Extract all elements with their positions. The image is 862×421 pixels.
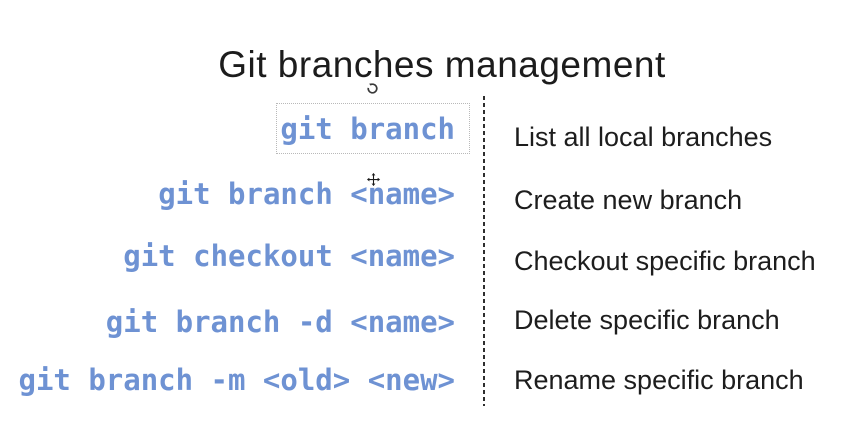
command-git-branch-name[interactable]: git branch <name> [158, 177, 455, 211]
command-git-checkout-name[interactable]: git checkout <name> [123, 239, 455, 273]
rotate-handle-icon[interactable] [366, 82, 379, 95]
page-title[interactable]: Git branches management [218, 44, 666, 85]
description-checkout-branch[interactable]: Checkout specific branch [514, 246, 816, 276]
description-delete-branch[interactable]: Delete specific branch [514, 305, 780, 335]
command-git-branch-delete[interactable]: git branch -d <name> [105, 305, 455, 339]
selected-textbox[interactable] [276, 103, 470, 154]
description-list-branches[interactable]: List all local branches [514, 122, 773, 152]
column-divider [483, 96, 485, 406]
move-cursor-icon [366, 172, 381, 187]
command-git-branch[interactable]: git branch [280, 112, 455, 146]
description-create-branch[interactable]: Create new branch [514, 185, 743, 215]
command-git-branch-rename[interactable]: git branch -m <old> <new> [18, 363, 456, 397]
description-rename-branch[interactable]: Rename specific branch [514, 365, 804, 395]
